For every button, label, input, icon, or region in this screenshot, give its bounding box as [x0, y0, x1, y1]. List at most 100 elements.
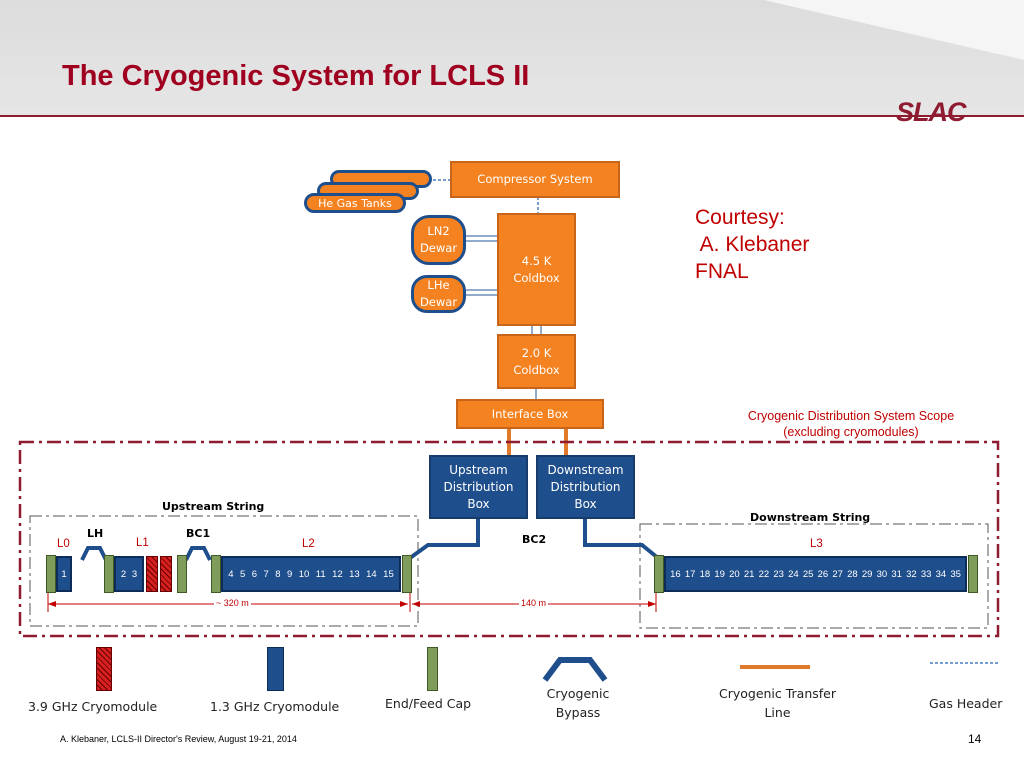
- l2-label: L2: [302, 538, 315, 550]
- cryomodule-number: 26: [817, 568, 829, 580]
- coldbox-4-5k: 4.5 K Coldbox: [497, 213, 576, 326]
- compressor-system-box: Compressor System: [450, 161, 620, 198]
- cryomodule-number: 6: [251, 568, 258, 580]
- cryomodule-number: 22: [758, 568, 770, 580]
- end-cap: [654, 555, 664, 593]
- upstream-box-line3: Box: [467, 496, 490, 511]
- downstream-box-line2: Distribution: [550, 479, 621, 494]
- coldbox-4-5k-label: Coldbox: [513, 270, 560, 285]
- interface-box: Interface Box: [456, 399, 604, 429]
- legend-gas-header-label: Gas Header: [929, 696, 1003, 711]
- end-cap: [402, 555, 412, 593]
- cryomodule-3-9ghz: [146, 556, 158, 592]
- ln2-dewar: LN2 Dewar: [411, 215, 466, 265]
- legend-end-cap-label: End/Feed Cap: [385, 696, 472, 711]
- cryomodule-number: 33: [920, 568, 932, 580]
- upstream-string-label: Upstream String: [162, 500, 265, 513]
- cryomodule-number: 10: [298, 568, 310, 580]
- ln2-dewar-label: LN2: [427, 224, 450, 238]
- scope-border: [18, 440, 1000, 638]
- legend-bypass-symbol: [542, 657, 608, 682]
- upstream-box-line1: Upstream: [449, 462, 508, 477]
- coldbox-2-0k-temp: 2.0 K: [521, 345, 552, 360]
- end-cap: [46, 555, 56, 593]
- lh-label: LH: [87, 527, 104, 540]
- legend-bypass-label: Cryogenic Bypass: [538, 684, 618, 722]
- legend-3-9ghz-label: 3.9 GHz Cryomodule: [28, 699, 158, 714]
- cryomodule-number: 27: [832, 568, 843, 580]
- slac-logo: SLAC: [896, 97, 966, 127]
- upstream-feed-line: [408, 519, 480, 560]
- legend-transfer-line1: Cryogenic Transfer: [718, 686, 837, 701]
- cryomodule-number: 31: [891, 568, 902, 580]
- dim-gap-label: 140 m: [519, 598, 549, 608]
- coldbox-2-0k: 2.0 K Coldbox: [497, 334, 576, 389]
- cryomodule-number: 3: [131, 568, 138, 580]
- downstream-feed-line: [583, 519, 660, 560]
- legend-end-cap-symbol: [427, 647, 438, 691]
- courtesy-line3: FNAL: [695, 260, 749, 283]
- cryomodule-number: 15: [383, 568, 394, 580]
- cryomodule-number: 23: [773, 568, 784, 580]
- downstream-distribution-box: Downstream Distribution Box: [536, 455, 635, 519]
- upstream-distribution-box: Upstream Distribution Box: [429, 455, 528, 519]
- upstream-box-line2: Distribution: [443, 479, 514, 494]
- bc1-label: BC1: [186, 527, 211, 540]
- dim-upstream-label: ~ 320 m: [214, 598, 251, 608]
- cryomodule-number: 30: [876, 568, 888, 580]
- dim-arrow: [48, 601, 56, 607]
- cryomodule-number: 16: [670, 568, 681, 580]
- upstream-string-box: [29, 515, 419, 627]
- cryomodule-number: 32: [906, 568, 917, 580]
- dim-arrow: [412, 601, 420, 607]
- cryomodule-number: 34: [935, 568, 947, 580]
- end-cap: [177, 555, 187, 593]
- legend-1-3ghz-symbol: [267, 647, 284, 691]
- cryomodule-number: 2: [120, 568, 127, 580]
- scope-note-line2: (excluding cryomodules): [783, 425, 919, 439]
- cryomodule-number: 13: [349, 568, 360, 580]
- l0-cryomodules: 1: [56, 556, 72, 592]
- downstream-box-line3: Box: [574, 496, 597, 511]
- legend-transfer-line2: Line: [764, 705, 791, 720]
- cryomodule-number: 12: [332, 568, 343, 580]
- downstream-string-box: [639, 523, 989, 629]
- cryomodule-number: 4: [228, 568, 234, 580]
- cryomodule-number: 8: [275, 568, 281, 580]
- slide-title: The Cryogenic System for LCLS II: [62, 60, 530, 92]
- cryomodule-number: 28: [847, 568, 858, 580]
- header-rule: [0, 115, 1024, 117]
- cryomodule-number: 18: [699, 568, 711, 580]
- cryomodule-number: 14: [366, 568, 377, 580]
- l3-label: L3: [810, 538, 823, 550]
- ln2-dewar-label-2: Dewar: [419, 241, 458, 255]
- cryomodule-number: 11: [315, 568, 326, 580]
- lhe-dewar-label-2: Dewar: [419, 295, 458, 309]
- cryomodule-number: 25: [802, 568, 814, 580]
- scope-note-line1: Cryogenic Distribution System Scope: [747, 409, 955, 423]
- legend-1-3ghz-label: 1.3 GHz Cryomodule: [210, 699, 340, 714]
- cryomodule-number: 35: [950, 568, 961, 580]
- coldbox-4-5k-temp: 4.5 K: [521, 253, 552, 268]
- cryomodule-3-9ghz: [160, 556, 172, 592]
- cryomodule-number: 29: [861, 568, 873, 580]
- end-cap: [104, 555, 114, 593]
- cryomodule-number: 19: [714, 568, 725, 580]
- downstream-box-line1: Downstream: [547, 462, 624, 477]
- cryomodule-number: 5: [239, 568, 246, 580]
- lhe-dewar-label: LHe: [427, 278, 450, 292]
- end-cap: [211, 555, 221, 593]
- legend-3-9ghz-symbol: [96, 647, 112, 691]
- coldbox-2-0k-label: Coldbox: [513, 362, 560, 377]
- legend-transfer-label: Cryogenic Transfer Line: [710, 684, 845, 722]
- dim-arrow: [648, 601, 656, 607]
- courtesy-line2: A. Klebaner: [695, 233, 810, 256]
- he-gas-tanks: He Gas Tanks: [304, 193, 406, 213]
- page-number: 14: [968, 732, 982, 746]
- courtesy-line1: Courtesy:: [695, 206, 785, 229]
- bypass-bc1: [184, 546, 212, 561]
- courtesy-note: Courtesy: A. Klebaner FNAL: [695, 204, 809, 285]
